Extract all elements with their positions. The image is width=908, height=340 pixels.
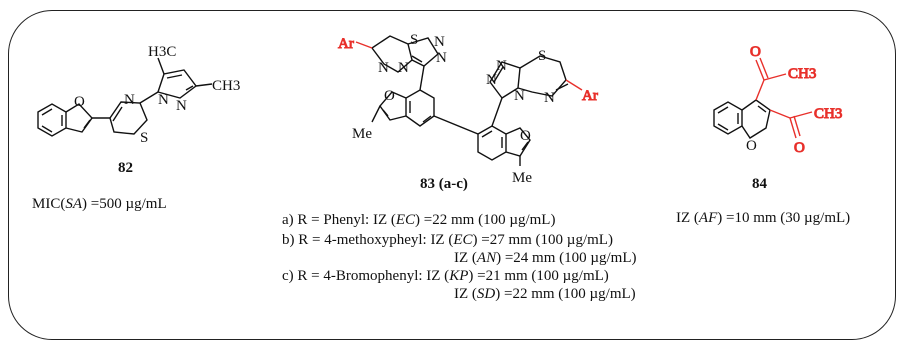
entry-c2-post: ) =22 mm (100 µg/mL) (495, 286, 636, 302)
entry-83-c: c) R = 4-Bromophenyl: IZ (KP) =21 mm (10… (282, 268, 609, 285)
atom-n8-83: N (514, 88, 525, 104)
activity-82-org: SA (65, 196, 83, 212)
methyl-a-82: H3C (148, 44, 176, 60)
entry-a-org: EC (395, 212, 416, 228)
activity-82-pre: MIC( (32, 196, 66, 212)
atom-o1-84: O (750, 44, 761, 60)
atom-n1-83: N (434, 34, 445, 50)
atom-n7-83: N (496, 58, 507, 74)
atom-n3-83: N (378, 60, 389, 76)
atom-o2-84: O (794, 140, 805, 156)
entry-b-post: ) =27 mm (100 µg/mL) (472, 232, 613, 248)
atom-s-82: S (140, 130, 148, 146)
atom-o1-83: O (384, 88, 395, 104)
entry-b2-post: ) =24 mm (100 µg/mL) (496, 250, 637, 266)
atom-n6-83: N (486, 72, 497, 88)
label-84: 84 (752, 176, 767, 192)
entry-a-post: ) =22 mm (100 µg/mL) (415, 212, 556, 228)
atom-s2-83: S (538, 48, 546, 64)
entry-c-pre: c) R = 4-Bromophenyl: IZ ( (282, 268, 450, 284)
methyl-b-82: CH3 (212, 78, 240, 94)
entry-c2-pre: IZ ( (454, 286, 477, 302)
activity-82-post: ) =500 µg/mL (82, 196, 167, 212)
atom-n2-83: N (436, 50, 447, 66)
activity-84-org: AF (698, 210, 718, 226)
entry-b2-pre: IZ ( (454, 250, 477, 266)
entry-c-org: KP (449, 268, 469, 284)
structure-84 (713, 57, 813, 139)
atom-o3-84: O (746, 138, 757, 154)
entry-83-b2: IZ (AN) =24 mm (100 µg/mL) (454, 250, 637, 267)
atom-n9-83: N (544, 90, 555, 106)
methyl-right-83: Me (512, 170, 532, 186)
methyl-b-84: CH3 (814, 106, 842, 122)
methyl-a-84: CH3 (788, 66, 816, 82)
entry-c-post: ) =21 mm (100 µg/mL) (468, 268, 609, 284)
activity-84: IZ (AF) =10 mm (30 µg/mL) (676, 210, 850, 227)
entry-c2-org: SD (476, 286, 496, 302)
activity-84-pre: IZ ( (676, 210, 699, 226)
entry-b-org: EC (453, 232, 473, 248)
entry-83-c2: IZ (SD) =22 mm (100 µg/mL) (454, 286, 636, 303)
structure-82 (37, 57, 213, 137)
atom-n3-82: N (176, 98, 187, 114)
atom-s1-83: S (410, 32, 418, 48)
atom-o2-83: O (520, 128, 531, 144)
label-82: 82 (118, 160, 133, 176)
structure-83 (355, 35, 583, 166)
label-83: 83 (a-c) (420, 176, 468, 192)
aryl-left-83: Ar (338, 36, 354, 52)
entry-b-pre: b) R = 4-methoxypheyl: IZ ( (282, 232, 454, 248)
entry-83-a: a) R = Phenyl: IZ (EC) =22 mm (100 µg/mL… (282, 212, 555, 229)
methyl-left-83: Me (352, 126, 372, 142)
entry-a-pre: a) R = Phenyl: IZ ( (282, 212, 396, 228)
activity-82: MIC(SA) =500 µg/mL (32, 196, 167, 213)
activity-84-post: ) =10 mm (30 µg/mL) (717, 210, 851, 226)
entry-83-b: b) R = 4-methoxypheyl: IZ (EC) =27 mm (1… (282, 232, 613, 249)
atom-n-82: N (124, 92, 135, 108)
atom-n2-82: N (158, 92, 169, 108)
atom-n4-83: N (398, 60, 409, 76)
entry-b2-org: AN (476, 250, 497, 266)
aryl-right-83: Ar (582, 88, 598, 104)
figure-panel: O N S N N H3C CH3 82 MIC(SA) =500 µg/mL (8, 10, 896, 340)
atom-o-82: O (74, 94, 85, 110)
